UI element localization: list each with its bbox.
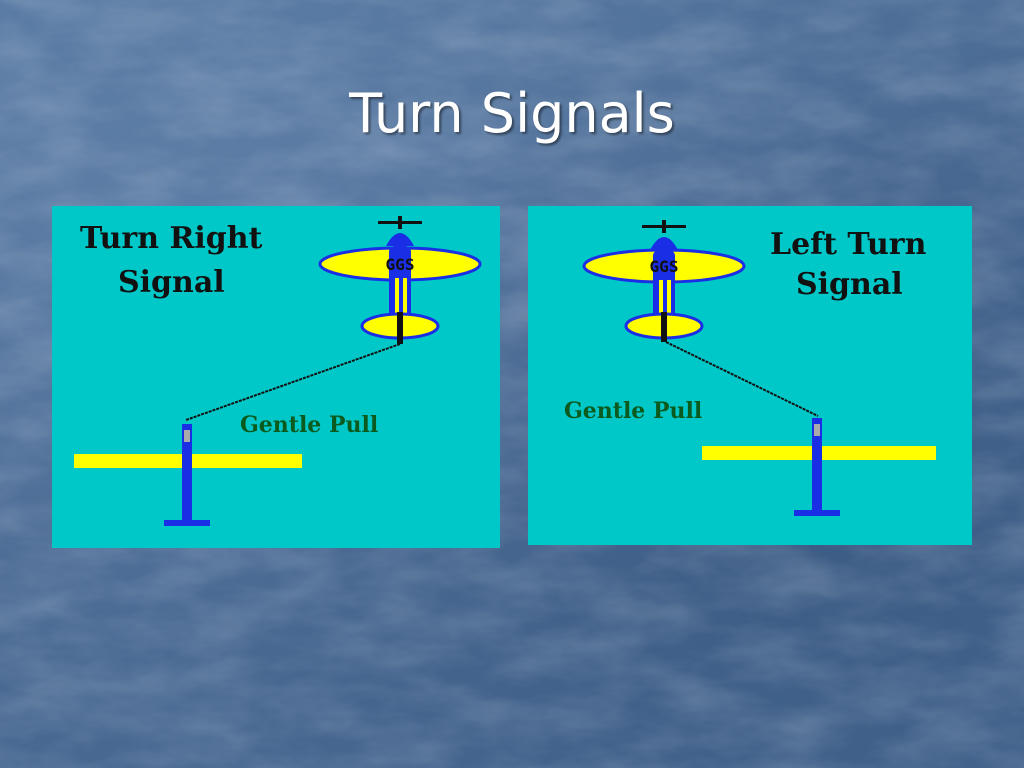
airplane-top-view-icon: GGS bbox=[318, 216, 482, 344]
turn-right-signal-panel: Turn Right Signal GGS Gentle Pull bbox=[52, 206, 500, 548]
airplane-top-view-icon: GGS bbox=[582, 220, 746, 342]
plane-marking: GGS bbox=[386, 255, 415, 274]
panel-heading-line1: Left Turn bbox=[770, 227, 927, 262]
pull-label: Gentle Pull bbox=[564, 398, 702, 424]
plane-marking: GGS bbox=[650, 257, 679, 276]
left-turn-signal-panel: Left Turn Signal GGS Gentle Pull bbox=[528, 206, 972, 545]
control-line bbox=[665, 341, 819, 417]
panel-heading-line1: Turn Right bbox=[80, 221, 263, 256]
pull-label: Gentle Pull bbox=[240, 412, 378, 438]
control-handle-icon bbox=[702, 418, 936, 516]
panel-heading-line2: Signal bbox=[796, 267, 903, 302]
panel-heading-line2: Signal bbox=[118, 265, 225, 300]
left-turn-diagram: Left Turn Signal GGS Gentle Pull bbox=[564, 220, 936, 516]
slide-title: Turn Signals bbox=[349, 82, 675, 145]
control-line bbox=[185, 343, 401, 421]
control-handle-icon bbox=[74, 424, 302, 526]
turn-right-diagram: Turn Right Signal GGS Gentle Pull bbox=[74, 216, 482, 526]
